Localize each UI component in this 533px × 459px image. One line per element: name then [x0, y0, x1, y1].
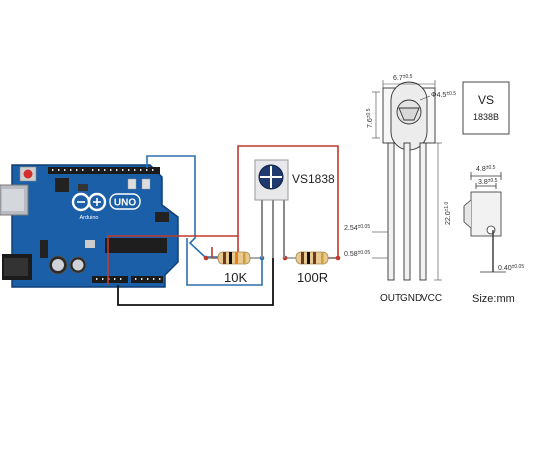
- dim-lead-thickness: 0.40±0.05: [498, 264, 524, 272]
- package-marking-view: [462, 81, 510, 135]
- power-header: [92, 276, 128, 283]
- sensor-label: VS1838: [292, 172, 335, 186]
- uno-logo-text: UNO: [114, 198, 136, 209]
- atmega-chip: [105, 238, 167, 253]
- dim-side-width: 4.8±0.5: [476, 165, 496, 173]
- dimension-lines: [372, 80, 442, 281]
- package-side-view: [463, 172, 506, 273]
- package-marking-line2: 1838B: [473, 112, 499, 122]
- resistor-10k-label: 10K: [224, 270, 247, 285]
- arduino-brand-text: Arduino: [80, 215, 99, 221]
- dim-height: 7.6±0.5: [366, 108, 374, 128]
- dim-lead-length: 22.0±1.0: [444, 201, 452, 225]
- arduino-logo: [71, 192, 107, 212]
- pin-label-gnd: GND: [400, 293, 422, 304]
- size-unit-note: Size:mm: [472, 293, 515, 305]
- package-front-view: [382, 81, 436, 281]
- arduino-board: UNO Arduino: [0, 164, 179, 288]
- dim-side-inner: 3.8±0.5: [478, 178, 498, 186]
- package-marking-line1: VS: [478, 93, 494, 107]
- ir-sensor-vs1838: [254, 159, 289, 258]
- resistor-100r: [282, 251, 341, 265]
- wire-signal-blue-2: [186, 238, 263, 286]
- dim-width-top: 6.7±0.5: [393, 74, 413, 82]
- dim-pitch: 2.54±0.05: [344, 224, 370, 232]
- dim-lens-dia: Φ4.5±0.5: [431, 91, 456, 99]
- dim-lead-width: 0.58±0.05: [344, 250, 370, 258]
- resistor-100r-label: 100R: [297, 270, 328, 285]
- pin-label-vcc: VCC: [421, 293, 442, 304]
- resistor-10k: [203, 251, 265, 265]
- pin-label-out: OUT: [380, 293, 401, 304]
